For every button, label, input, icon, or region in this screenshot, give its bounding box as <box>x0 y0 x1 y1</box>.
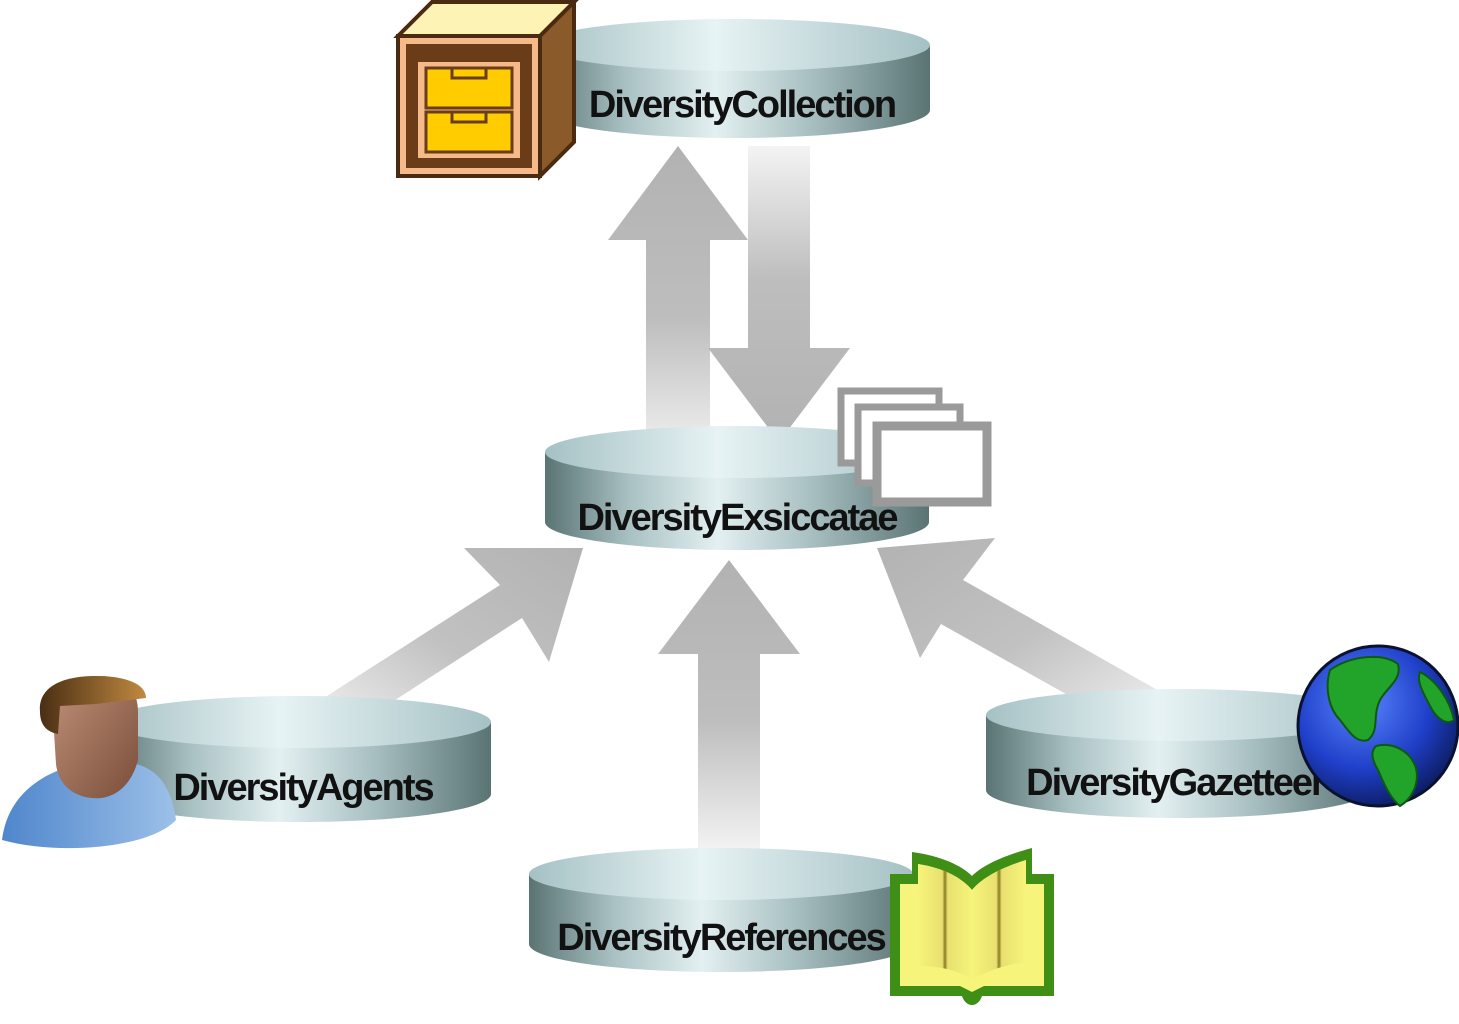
node-exsiccatae: DiversityExsiccatae <box>545 426 929 550</box>
node-agents-label: DiversityAgents <box>173 767 433 809</box>
arrow-references-to-exsiccatae <box>658 560 800 852</box>
cabinet-drawers-icon <box>393 0 579 181</box>
node-references: DiversityReferences <box>529 848 913 972</box>
node-gazetteer: DiversityGazetteer <box>986 689 1370 818</box>
arrow-gazetteer-to-exsiccatae <box>877 538 1175 740</box>
stacked-frames-icon <box>837 387 992 507</box>
node-gazetteer-label: DiversityGazetteer <box>1026 762 1326 804</box>
arrows <box>302 146 1175 852</box>
arrow-agents-to-exsiccatae <box>302 548 583 742</box>
globe-icon <box>1296 644 1459 808</box>
arrow-exsiccatae-to-collection <box>608 146 748 460</box>
node-collection-label: DiversityCollection <box>589 84 895 126</box>
open-book-icon <box>890 848 1054 1005</box>
node-agents: DiversityAgents <box>107 696 491 822</box>
node-exsiccatae-label: DiversityExsiccatae <box>577 497 897 539</box>
node-references-label: DiversityReferences <box>557 917 885 959</box>
node-collection: DiversityCollection <box>540 19 930 138</box>
arrow-collection-to-exsiccatae <box>708 146 850 442</box>
person-icon <box>2 676 176 849</box>
